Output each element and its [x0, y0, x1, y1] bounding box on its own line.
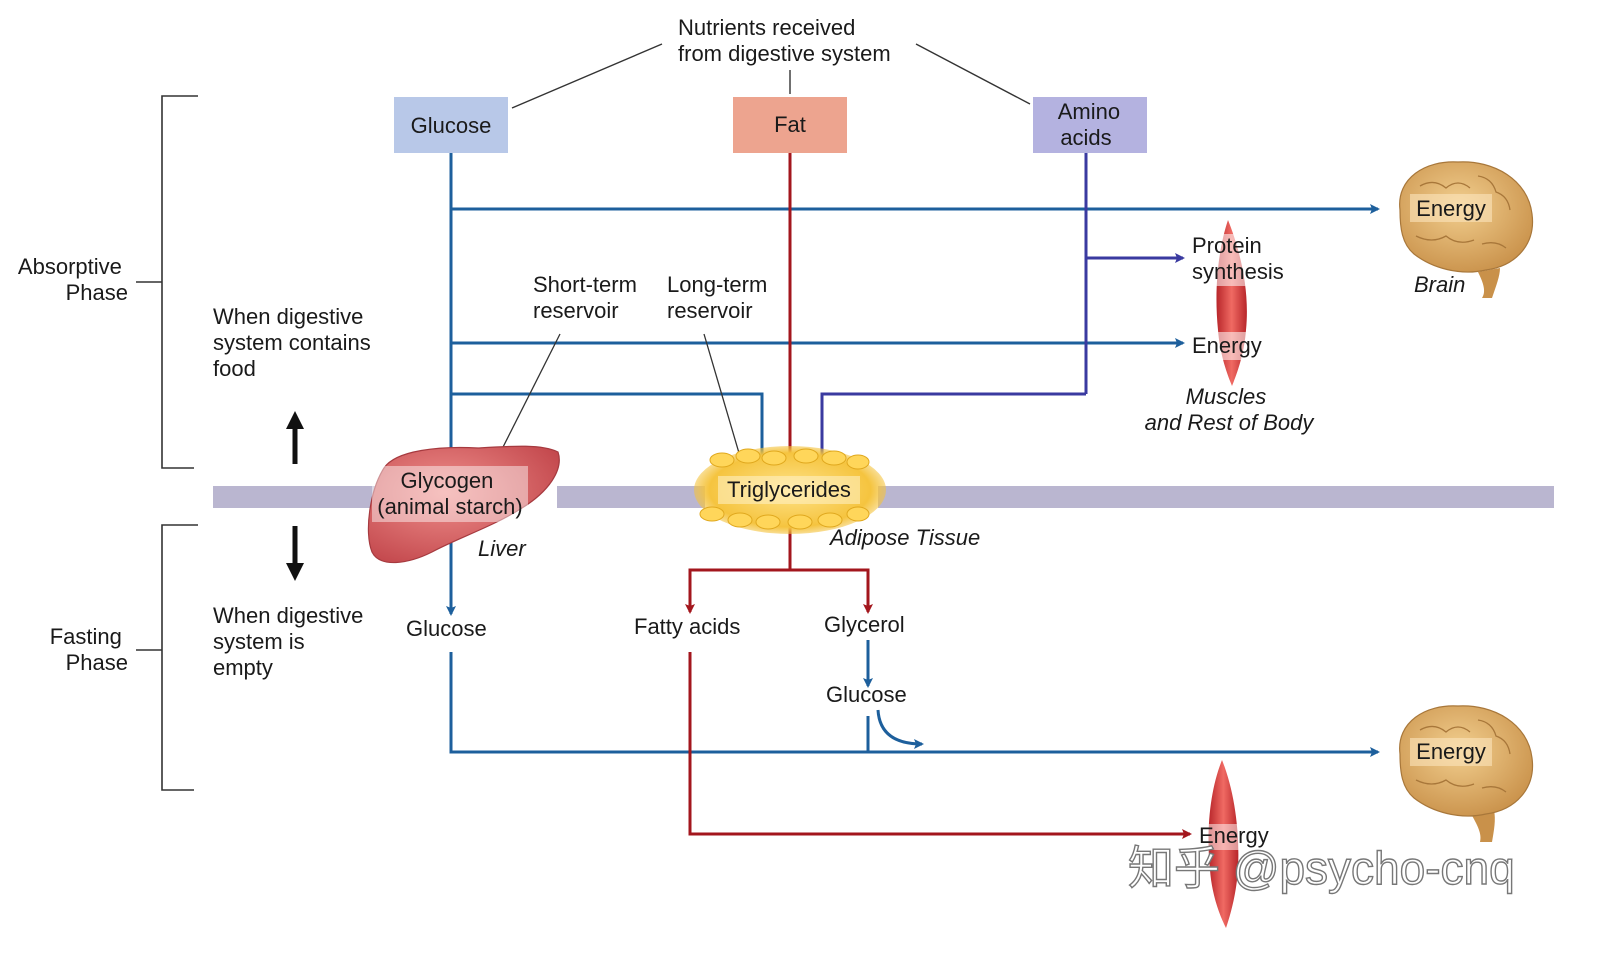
- fasting-glucose-glycerol-label: Glucose: [826, 682, 907, 707]
- protein-synthesis-label: Protein synthesis: [1192, 233, 1284, 284]
- brain-label: Brain: [1414, 272, 1465, 297]
- fasting-bracket: [161, 524, 198, 791]
- red-fat-paths: [685, 153, 1192, 839]
- purple-amino-paths: [817, 153, 1185, 476]
- brain-illustration-top: Energy: [1399, 161, 1534, 298]
- fat-box: Fat: [733, 97, 847, 153]
- short-term-reservoir-label: Short-term reservoir: [533, 272, 643, 323]
- triglycerides-label: Triglycerides: [727, 477, 851, 502]
- muscle-energy-bottom-label: Energy: [1199, 823, 1269, 848]
- fasting-glucose-liver-label: Glucose: [406, 616, 487, 641]
- absorptive-phase-label: Absorptive Phase: [18, 254, 128, 305]
- liver-illustration: Glycogen (animal starch): [367, 445, 560, 564]
- brain-illustration-bottom: Energy: [1399, 705, 1534, 842]
- absorptive-bracket: [161, 95, 198, 469]
- amino-acids-box-label: Amino acids: [1058, 99, 1126, 150]
- long-term-reservoir-label: Long-term reservoir: [667, 272, 773, 323]
- muscle-illustration-bottom: Energy: [1194, 760, 1276, 928]
- glucose-box-label: Glucose: [411, 113, 492, 138]
- fasting-phase-label: Fasting Phase: [50, 624, 128, 675]
- glycerol-label: Glycerol: [824, 612, 905, 637]
- adipose-tissue-illustration: Triglycerides: [694, 446, 886, 534]
- muscle-illustration-top: Protein synthesis Energy: [1186, 220, 1294, 386]
- nutrients-received-label: Nutrients received from digestive system: [678, 15, 891, 66]
- brain-energy-top-label: Energy: [1416, 196, 1486, 221]
- adipose-tissue-label: Adipose Tissue: [828, 525, 980, 550]
- phase-divider-band: [213, 486, 1554, 508]
- watermark: 知乎 @psycho-cnq: [1128, 842, 1515, 894]
- blue-glucose-paths: [446, 153, 1380, 757]
- fatty-acids-label: Fatty acids: [634, 614, 740, 639]
- nutrient-connector-lines: [511, 43, 1031, 109]
- liver-label: Liver: [478, 536, 527, 561]
- glycogen-label: Glycogen (animal starch): [377, 468, 522, 519]
- glucose-box: Glucose: [394, 97, 508, 153]
- muscle-energy-top-label: Energy: [1192, 333, 1262, 358]
- fat-box-label: Fat: [774, 112, 806, 137]
- brain-energy-bottom-label: Energy: [1416, 739, 1486, 764]
- condition-empty-label: When digestive system is empty: [213, 603, 370, 680]
- muscles-label: Muscles and Rest of Body: [1145, 384, 1316, 435]
- condition-food-label: When digestive system contains food: [213, 304, 377, 381]
- amino-acids-box: Amino acids: [1033, 97, 1147, 153]
